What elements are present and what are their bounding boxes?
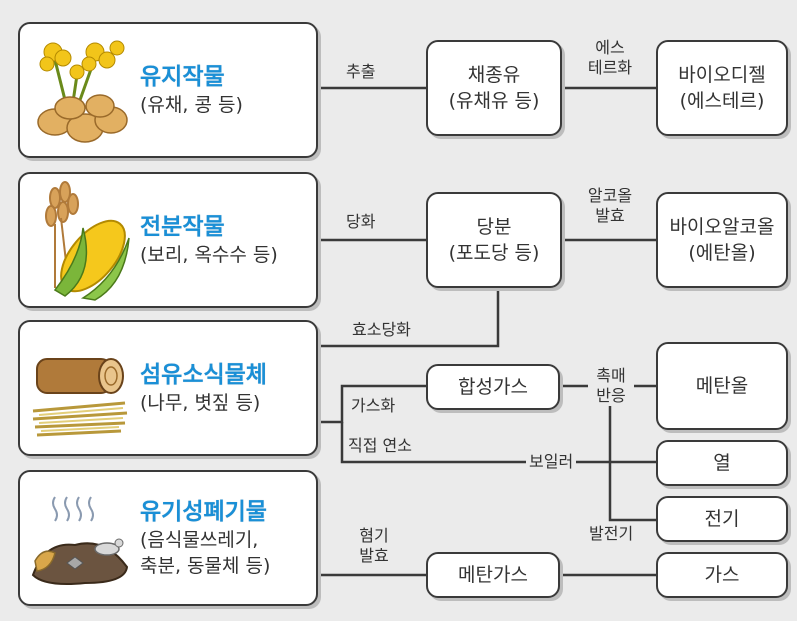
line-enzymatic-saccharification <box>318 286 500 348</box>
label-catalytic-reaction: 촉매 반응 <box>588 366 634 406</box>
node-gas: 가스 <box>656 552 788 598</box>
source-title: 유기성폐기물 <box>140 499 267 525</box>
node-syngas: 합성가스 <box>426 364 560 410</box>
line-generator <box>608 386 656 522</box>
node-sugar: 당분 (포도당 등) <box>426 192 562 288</box>
label-saccharification: 당화 <box>346 212 376 231</box>
label-extraction: 추출 <box>346 62 376 81</box>
node-label: 당분 <box>476 216 512 238</box>
line-gasification <box>318 384 428 424</box>
node-label: 메탄가스 <box>458 564 528 586</box>
label-generator: 발전기 <box>586 524 637 544</box>
label-line-1: 알코올 <box>587 186 633 205</box>
label-line-1: 에스 <box>595 38 625 57</box>
log-straw-icon <box>20 322 140 454</box>
label-line-2: 발효 <box>359 546 389 565</box>
label-boiler: 보일러 <box>526 452 577 472</box>
source-cellulosic-biomass: 섬유소식물체 (나무, 볏짚 등) <box>18 320 318 456</box>
label-anaerobic-fermentation: 혐기 발효 <box>354 526 394 566</box>
node-label: 바이오알코올 <box>669 216 775 238</box>
node-label: 합성가스 <box>458 376 528 398</box>
label-line-2: 반응 <box>596 386 626 405</box>
label-gasification: 가스화 <box>348 396 399 416</box>
source-title: 유지작물 <box>140 64 225 90</box>
label-alcohol-fermentation: 알코올 발효 <box>580 186 640 226</box>
wheat-corn-icon <box>20 174 140 306</box>
source-examples: (나무, 볏짚 등) <box>140 392 261 414</box>
node-electricity: 전기 <box>656 496 788 542</box>
food-waste-icon <box>20 472 140 604</box>
source-title: 전분작물 <box>140 214 225 240</box>
node-label: 열 <box>713 452 731 474</box>
node-label: 바이오디젤 <box>678 64 766 86</box>
node-label: 전기 <box>704 508 740 530</box>
source-examples: (유채, 콩 등) <box>140 94 243 116</box>
node-methanol: 메탄올 <box>656 342 788 430</box>
node-sublabel: (에스테르) <box>679 90 765 112</box>
node-sublabel: (에탄올) <box>688 242 756 264</box>
node-label: 가스 <box>704 564 740 586</box>
node-rapeseed-oil: 채종유 (유채유 등) <box>426 40 562 136</box>
node-methane-gas: 메탄가스 <box>426 552 560 598</box>
rapeseed-flower-icon <box>20 24 140 156</box>
node-label: 채종유 <box>467 64 521 86</box>
source-organic-waste: 유기성폐기물 (음식물쓰레기, 축분, 동물체 등) <box>18 470 318 606</box>
label-line-1: 혐기 <box>359 526 389 545</box>
node-bioalcohol: 바이오알코올 (에탄올) <box>656 192 788 288</box>
source-starch-crops: 전분작물 (보리, 옥수수 등) <box>18 172 318 308</box>
source-examples-line-1: (음식물쓰레기, <box>140 529 259 551</box>
source-title: 섬유소식물체 <box>140 362 267 388</box>
node-sublabel: (포도당 등) <box>448 242 540 264</box>
node-heat: 열 <box>656 440 788 486</box>
label-line-2: 테르화 <box>587 58 633 77</box>
label-esterification: 에스 테르화 <box>582 38 638 78</box>
node-label: 메탄올 <box>695 375 749 397</box>
label-direct-combustion: 직접 연소 <box>348 436 412 455</box>
node-biodiesel: 바이오디젤 (에스테르) <box>656 40 788 136</box>
label-line-2: 발효 <box>595 206 625 225</box>
label-line-1: 촉매 <box>596 366 626 385</box>
source-oil-crops: 유지작물 (유채, 콩 등) <box>18 22 318 158</box>
source-examples: (보리, 옥수수 등) <box>140 244 278 266</box>
label-enzymatic-saccharification: 효소당화 <box>352 320 411 339</box>
source-examples-line-2: 축분, 동물체 등) <box>140 555 271 577</box>
node-sublabel: (유채유 등) <box>448 90 540 112</box>
